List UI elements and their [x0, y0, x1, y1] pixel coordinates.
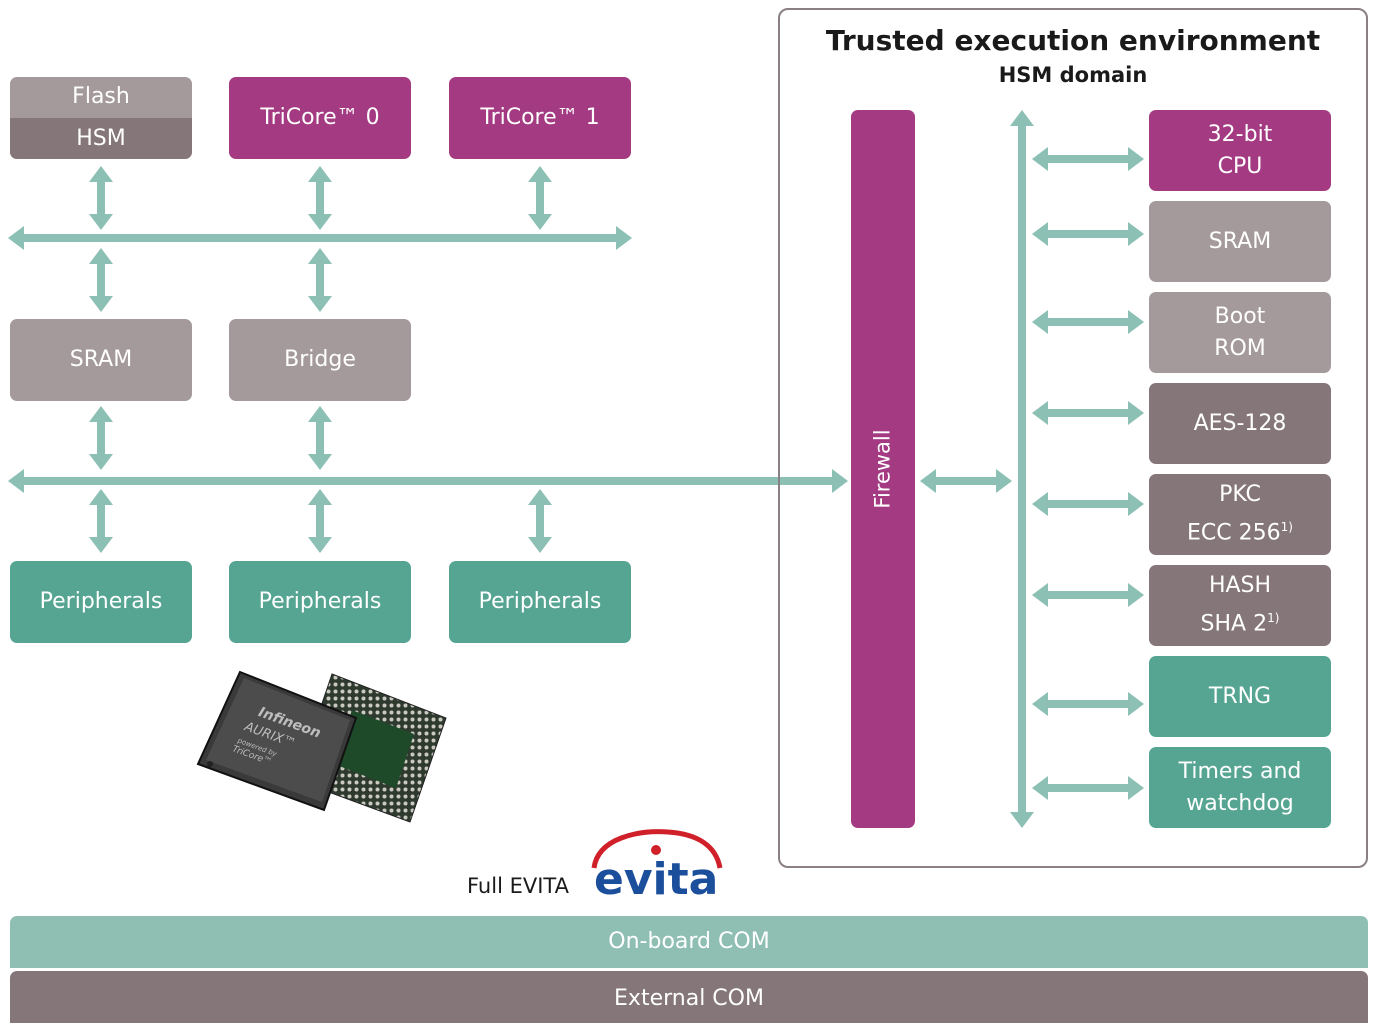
module-aes: AES-128 — [1149, 383, 1331, 464]
external-com-label: External COM — [614, 986, 764, 1011]
evita-label: Full EVITA — [467, 874, 569, 898]
module-line1: TRNG — [1208, 683, 1272, 709]
bridge-block: Bridge — [229, 319, 411, 401]
module-line1: SRAM — [1208, 228, 1272, 254]
evita-logo-text: evita — [594, 854, 718, 902]
module-line1: AES-128 — [1193, 410, 1287, 436]
module-boot-rom: Boot ROM — [1149, 292, 1331, 373]
aurix-chip-image: Infineon AURIX™ powered by TriCore™ — [196, 670, 447, 823]
peripherals-label: Peripherals — [39, 589, 163, 614]
evita-logo: evita — [591, 829, 723, 902]
module-line2: SHA 21) — [1201, 602, 1280, 640]
module-line1: PKC — [1219, 482, 1261, 508]
sram-block: SRAM — [10, 319, 192, 401]
peripherals-label: Peripherals — [478, 589, 602, 614]
module-line1: Timers and — [1178, 758, 1302, 784]
module-pkc: PKC ECC 2561) — [1149, 474, 1331, 555]
footnote-marker: 1) — [1267, 611, 1280, 626]
peripherals-label: Peripherals — [258, 589, 382, 614]
module-line2: CPU — [1217, 153, 1263, 179]
onboard-com-label: On-board COM — [608, 929, 770, 954]
flash-label: Flash — [72, 84, 130, 109]
peripherals-block-2: Peripherals — [229, 561, 411, 643]
module-timers: Timers and watchdog — [1149, 747, 1331, 828]
sram-label: SRAM — [69, 347, 133, 372]
tricore1-block: TriCore™ 1 — [449, 77, 631, 159]
tee-subtitle: HSM domain — [998, 63, 1148, 87]
module-line1: 32-bit — [1207, 121, 1273, 147]
tee-title: Trusted execution environment — [825, 24, 1321, 57]
external-com-bar: External COM — [10, 971, 1368, 1023]
module-line2: watchdog — [1186, 790, 1294, 816]
module-sram: SRAM — [1149, 201, 1331, 282]
tricore0-block: TriCore™ 0 — [229, 77, 411, 159]
footnote-marker: 1) — [1280, 520, 1293, 535]
module-cpu: 32-bit CPU — [1149, 110, 1331, 191]
module-line1: Boot — [1214, 303, 1266, 329]
onboard-com-bar: On-board COM — [10, 916, 1368, 968]
module-trng: TRNG — [1149, 656, 1331, 737]
module-line2: ECC 2561) — [1187, 511, 1293, 549]
peripherals-block-1: Peripherals — [10, 561, 192, 643]
module-line2-text: SHA 2 — [1200, 611, 1268, 637]
bridge-label: Bridge — [284, 347, 356, 372]
firewall-label: Firewall — [871, 429, 896, 509]
hsm-label: HSM — [76, 125, 126, 151]
module-line2-text: ECC 256 — [1187, 520, 1281, 546]
tee-frame — [778, 8, 1368, 868]
peripherals-block-3: Peripherals — [449, 561, 631, 643]
tricore0-label: TriCore™ 0 — [260, 105, 380, 130]
module-hash: HASH SHA 21) — [1149, 565, 1331, 646]
hsm-block: HSM — [10, 118, 192, 159]
tricore1-label: TriCore™ 1 — [480, 105, 600, 130]
firewall-block: Firewall — [851, 110, 915, 828]
module-line2: ROM — [1214, 335, 1266, 361]
module-line1: HASH — [1208, 573, 1272, 599]
